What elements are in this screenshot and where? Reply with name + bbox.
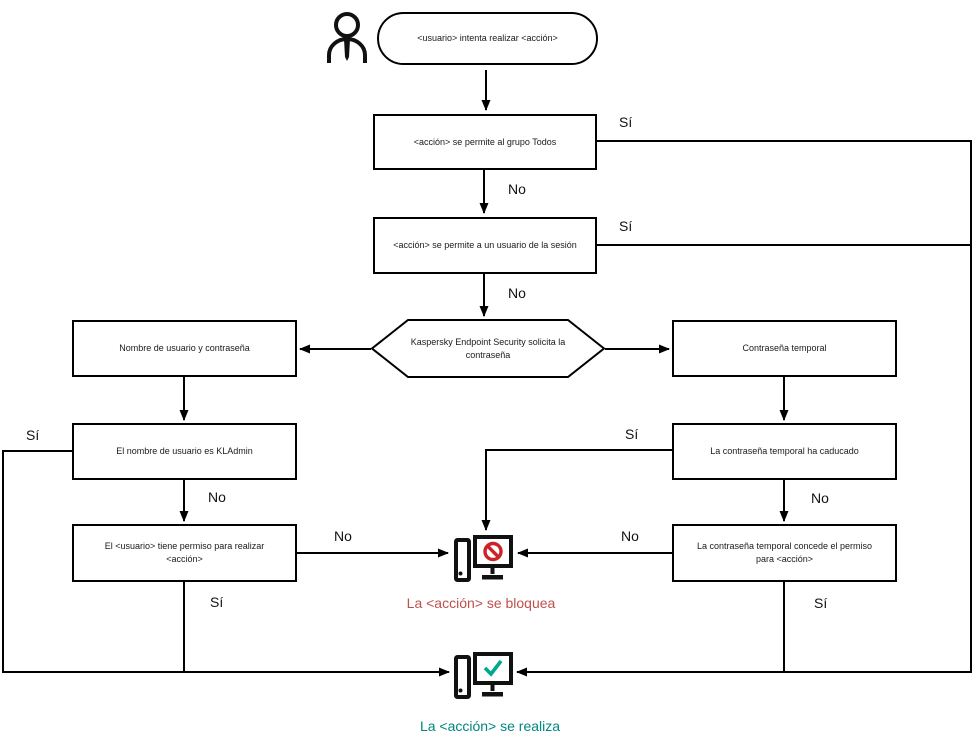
node-request-password-label: Kaspersky Endpoint Security solicita la … xyxy=(410,336,566,360)
edge-allow-all-yes xyxy=(597,140,972,671)
node-allow-all: <acción> se permite al grupo Todos xyxy=(373,114,597,170)
edge-label-expired-yes: Sí xyxy=(625,426,639,442)
node-start-label: <usuario> intenta realizar <acción> xyxy=(417,33,558,44)
edge-kladmin-yes xyxy=(2,450,72,671)
node-temp-grants: La contraseña temporal concede el permis… xyxy=(672,524,897,582)
node-username-password: Nombre de usuario y contraseña xyxy=(72,320,297,377)
edge-label-grants-yes: Sí xyxy=(814,595,828,611)
node-is-kladmin: El nombre de usuario es KLAdmin xyxy=(72,423,297,480)
node-temp-password: Contraseña temporal xyxy=(672,320,897,377)
node-is-kladmin-label: El nombre de usuario es KLAdmin xyxy=(116,446,253,457)
node-start: <usuario> intenta realizar <acción> xyxy=(377,12,598,65)
node-user-has-permission: El <usuario> tiene permiso para realizar… xyxy=(72,524,297,582)
edge-label-permission-yes: Sí xyxy=(210,594,224,610)
checkmark-icon xyxy=(483,659,503,677)
prohibition-icon xyxy=(483,541,503,562)
outcome-blocked-text: La <acción> se bloquea xyxy=(406,595,556,611)
hexagon-shape xyxy=(371,319,605,378)
node-request-password: Kaspersky Endpoint Security solicita la … xyxy=(371,319,605,378)
edge-label-kladmin-yes: Sí xyxy=(26,427,40,443)
edge-label-grants-no: No xyxy=(621,528,639,544)
edge-label-allow-all-yes: Sí xyxy=(619,114,633,130)
node-temp-grants-label: La contraseña temporal concede el permis… xyxy=(696,541,873,564)
node-allow-all-label: <acción> se permite al grupo Todos xyxy=(413,136,557,147)
outcome-performed-text: La <acción> se realiza xyxy=(419,718,561,734)
edge-label-allow-session-no: No xyxy=(508,285,526,301)
edge-label-allow-all-no: No xyxy=(508,181,526,197)
node-temp-password-label: Contraseña temporal xyxy=(742,343,827,354)
edge-label-kladmin-no: No xyxy=(208,489,226,505)
node-user-has-permission-label: El <usuario> tiene permiso para realizar… xyxy=(104,541,265,564)
edge-label-expired-no: No xyxy=(811,490,829,506)
edge-label-allow-session-yes: Sí xyxy=(619,218,633,234)
person-icon xyxy=(327,12,367,63)
edge-expired-yes xyxy=(481,449,672,531)
node-username-password-label: Nombre de usuario y contraseña xyxy=(119,343,250,354)
node-temp-expired: La contraseña temporal ha caducado xyxy=(672,423,897,480)
node-temp-expired-label: La contraseña temporal ha caducado xyxy=(710,446,859,457)
node-allow-session-label: <acción> se permite a un usuario de la s… xyxy=(393,240,577,251)
computer-blocked-icon xyxy=(454,535,513,582)
node-allow-session: <acción> se permite a un usuario de la s… xyxy=(373,217,597,274)
edge-label-permission-no: No xyxy=(334,528,352,544)
computer-check-icon xyxy=(454,652,513,699)
